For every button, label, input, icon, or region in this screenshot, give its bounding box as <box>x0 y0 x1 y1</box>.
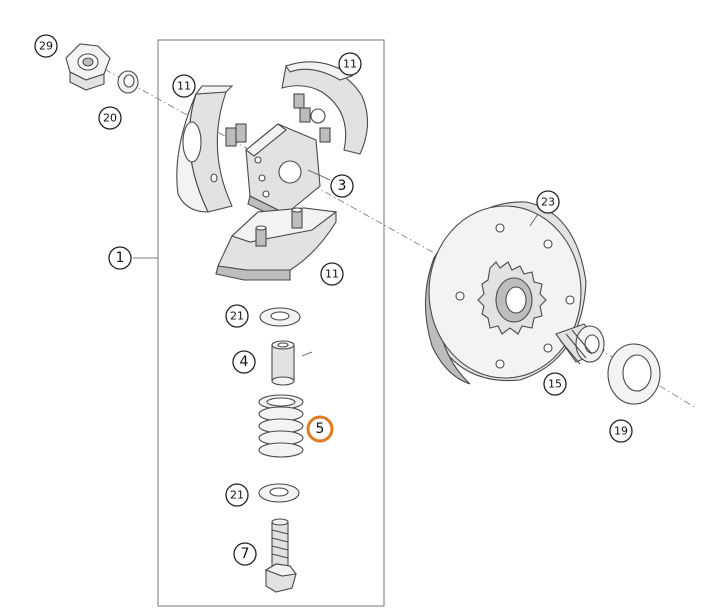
svg-text:11: 11 <box>325 268 339 281</box>
assembly-frame <box>157 39 385 607</box>
part-clutch-shoe-left <box>176 85 247 213</box>
svg-text:3: 3 <box>338 178 347 194</box>
svg-text:23: 23 <box>541 196 555 209</box>
svg-text:11: 11 <box>177 80 191 93</box>
svg-text:20: 20 <box>103 112 117 125</box>
callout-15[interactable]: 15 <box>543 372 567 396</box>
svg-text:1: 1 <box>116 250 125 266</box>
callout-7[interactable]: 7 <box>233 542 257 566</box>
part-clutch-drum <box>424 201 587 385</box>
callout-11-bottom[interactable]: 11 <box>320 262 344 286</box>
callout-21-upper[interactable]: 21 <box>225 304 249 328</box>
part-washer-lower <box>258 483 300 503</box>
callout-19[interactable]: 19 <box>609 419 633 443</box>
callout-29[interactable]: 29 <box>34 34 58 58</box>
callout-21-lower[interactable]: 21 <box>225 483 249 507</box>
leader-line <box>307 169 331 181</box>
svg-text:15: 15 <box>548 378 562 391</box>
callout-5[interactable]: 5 <box>306 415 334 443</box>
part-nut <box>65 43 111 91</box>
svg-text:19: 19 <box>614 425 628 438</box>
callout-20[interactable]: 20 <box>98 106 122 130</box>
svg-text:29: 29 <box>39 40 53 53</box>
svg-text:11: 11 <box>343 58 357 71</box>
part-sleeve <box>271 340 295 386</box>
callout-11-top[interactable]: 11 <box>338 52 362 76</box>
callout-11-left[interactable]: 11 <box>172 74 196 98</box>
svg-text:4: 4 <box>240 354 249 370</box>
callout-23[interactable]: 23 <box>536 190 560 214</box>
leader-line <box>529 213 539 227</box>
axis-line <box>299 177 523 303</box>
svg-text:5: 5 <box>316 421 325 437</box>
part-bolt <box>264 518 297 593</box>
part-washer-small <box>117 70 139 94</box>
callout-3[interactable]: 3 <box>330 174 354 198</box>
part-clutch-shoe-bottom <box>215 207 338 281</box>
svg-text:7: 7 <box>241 546 250 562</box>
part-needle-bearing <box>555 323 605 365</box>
svg-text:21: 21 <box>230 489 244 502</box>
part-clutch-carrier <box>245 123 321 223</box>
callout-1[interactable]: 1 <box>108 246 132 270</box>
part-washer-large <box>607 343 661 405</box>
part-washer-upper <box>259 307 301 327</box>
callout-4[interactable]: 4 <box>232 350 256 374</box>
part-clutch-shoe-top <box>281 61 369 155</box>
part-spring <box>258 394 304 458</box>
leader-line <box>301 351 313 357</box>
svg-text:21: 21 <box>230 310 244 323</box>
